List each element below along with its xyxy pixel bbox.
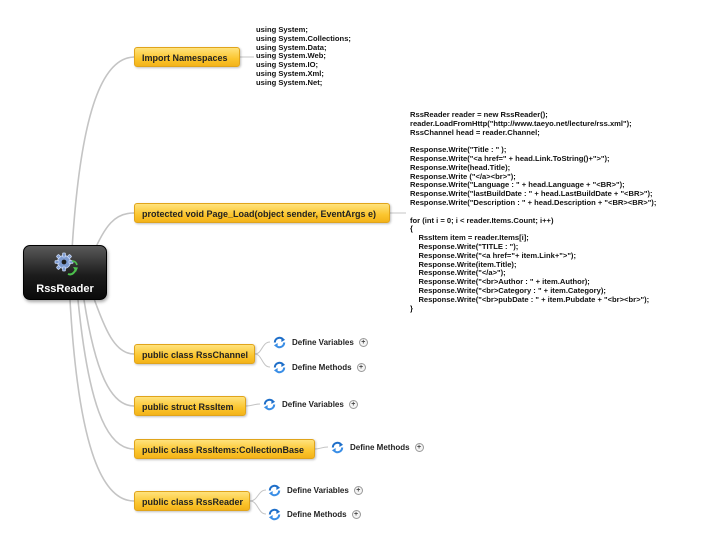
subtopic-label: Define Variables <box>292 337 354 347</box>
refresh-icon <box>273 361 286 373</box>
topic-label: public class RssReader <box>142 497 244 507</box>
topic-label: protected void Page_Load(object sender, … <box>142 209 377 219</box>
topic-label: public class RssItems:CollectionBase <box>142 445 305 455</box>
branch-line-rsschannel <box>91 292 135 355</box>
refresh-icon <box>331 441 344 453</box>
topic-rssitem[interactable]: public struct RssItem <box>134 396 246 416</box>
root-label: RssReader <box>36 283 94 295</box>
topic-rsschannel[interactable]: public class RssChannel <box>134 344 255 364</box>
expand-icon[interactable]: + <box>414 442 424 452</box>
topic-page-load[interactable]: protected void Page_Load(object sender, … <box>134 203 390 223</box>
subtopic-rssreader-variables[interactable]: Define Variables + <box>267 482 363 498</box>
expand-icon[interactable]: + <box>356 362 366 372</box>
subtopic-rsschannel-methods[interactable]: Define Methods + <box>272 359 366 375</box>
gear-icon <box>54 252 78 276</box>
subtopic-rssitem-variables[interactable]: Define Variables + <box>262 396 358 412</box>
subtopic-rssreader-methods[interactable]: Define Methods + <box>267 506 361 522</box>
topic-rssreader[interactable]: public class RssReader <box>134 491 250 511</box>
note-page-load: RssReader reader = new RssReader(); read… <box>410 110 657 313</box>
branch-line-rssitem <box>83 299 135 407</box>
topic-rssitems[interactable]: public class RssItems:CollectionBase <box>134 439 315 459</box>
connector-rssreader-methods <box>249 500 267 515</box>
refresh-icon <box>268 508 281 520</box>
branch-line-rssreader <box>69 299 135 502</box>
connector-rsschannel-methods <box>254 353 271 368</box>
expand-icon[interactable]: + <box>353 485 363 495</box>
subtopic-label: Define Methods <box>350 442 410 452</box>
connector-rssreader-vars <box>249 489 267 502</box>
expand-icon[interactable]: + <box>358 337 368 347</box>
subtopic-label: Define Variables <box>282 399 344 409</box>
refresh-icon <box>273 336 286 348</box>
note-namespaces: using System; using System.Collections; … <box>256 25 351 87</box>
connector-rssitem-vars <box>245 403 261 407</box>
subtopic-rssitems-methods[interactable]: Define Methods + <box>330 439 424 455</box>
subtopic-label: Define Methods <box>287 509 347 519</box>
connector-rsschannel-vars <box>254 341 271 355</box>
subtopic-rsschannel-variables[interactable]: Define Variables + <box>272 334 368 350</box>
topic-label: public struct RssItem <box>142 402 234 412</box>
connector-rssitems-methods <box>314 446 329 450</box>
topic-import-namespaces[interactable]: Import Namespaces <box>134 47 240 67</box>
refresh-icon <box>268 484 281 496</box>
subtopic-label: Define Methods <box>292 362 352 372</box>
expand-icon[interactable]: + <box>351 509 361 519</box>
expand-icon[interactable]: + <box>348 399 358 409</box>
branch-line-rssitems <box>77 299 135 450</box>
branch-line-namespaces <box>71 56 135 251</box>
topic-label: Import Namespaces <box>142 53 228 63</box>
subtopic-label: Define Variables <box>287 485 349 495</box>
refresh-icon <box>263 398 276 410</box>
root-node[interactable]: RssReader <box>23 245 107 300</box>
topic-label: public class RssChannel <box>142 350 249 360</box>
